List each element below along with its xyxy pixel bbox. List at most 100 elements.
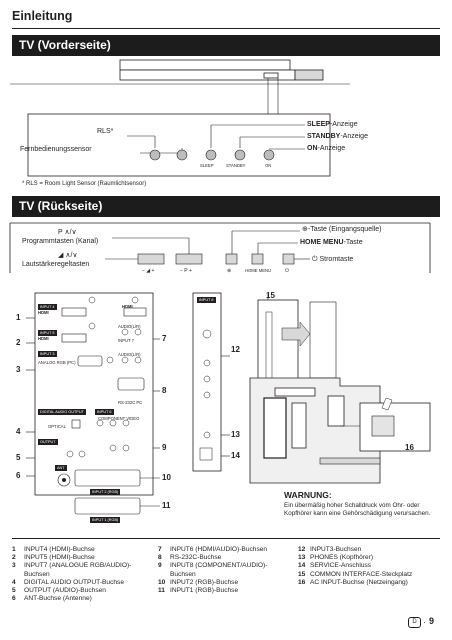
led-standby-label: STANDBY [226, 163, 246, 168]
input-key-label: ⊕-Taste (Eingangsquelle) [302, 226, 382, 233]
on-indicator-label: ON-Anzeige [307, 145, 346, 152]
input3-panel-label: INPUT 3 [38, 351, 57, 357]
legend-item-text: OUTPUT (AUDIO)-Buchsen [24, 587, 106, 595]
input7-panel-label: INPUT 7 [118, 338, 134, 343]
callout-6: 6 [16, 471, 21, 480]
analog-rgb-label: ANALOG RGB (PC) [38, 360, 76, 365]
callout-4: 4 [16, 427, 21, 436]
input1-rgb-label: INPUT 1 (RGB) [90, 517, 121, 523]
callout-13: 13 [231, 430, 240, 439]
legend-item-number: 2 [12, 554, 16, 562]
input8-panel-label: INPUT 8 [197, 297, 216, 303]
legend-item-text: INPUT3-Buchsen [310, 546, 362, 553]
legend-item-text: RS-232C-Buchse [170, 554, 222, 562]
section-title-front: TV (Vorderseite) [12, 35, 440, 56]
hdmi-4-label: HDMI [38, 310, 49, 315]
legend-item-number: 10 [158, 578, 166, 586]
strip-program-mark: − P + [180, 268, 192, 274]
callout-5: 5 [16, 453, 21, 462]
standby-indicator-label: STANDBY-Anzeige [307, 133, 368, 140]
warning-text: Ein übermäßig hoher Schalldruck vom Ohr-… [284, 502, 431, 518]
legend-item-text: INPUT7 (ANALOGUE RGB/AUDIO)-Buchsen [24, 562, 132, 578]
footer-separator: · [423, 618, 426, 627]
callout-11: 11 [162, 501, 171, 510]
hdmi-5-label: HDMI [38, 336, 49, 341]
legend-item-number: 15 [298, 570, 306, 578]
rs232c-label: RS-232C PC [118, 400, 143, 405]
legend-item-number: 16 [298, 578, 306, 586]
legend-item-text: DIGITAL AUDIO OUTPUT-Buchse [24, 578, 125, 586]
legend-item: 9 INPUT8 (COMPONENT/AUDIO)-Buchsen [158, 562, 293, 578]
legend-column-3: 12 INPUT3-Buchsen 13 PHONES (Kopfhörer) 14 SE… [298, 546, 443, 587]
sleep-indicator-label: SLEEP-Anzeige [307, 121, 358, 128]
section-title-rear: TV (Rückseite) [12, 196, 440, 217]
legend-item-number: 12 [298, 546, 306, 553]
strip-power-mark: ⏻ [285, 268, 289, 274]
callout-7: 7 [162, 334, 167, 343]
language-badge: D [408, 617, 421, 628]
legend-item-number: 14 [298, 562, 306, 570]
page-heading: Einleitung [12, 9, 73, 23]
legend-item-text: INPUT4 (HDMI)-Buchse [24, 546, 95, 553]
input6-panel-label: INPUT 6 [95, 409, 114, 415]
legend-item-number: 9 [158, 562, 162, 570]
led-sleep-label: SLEEP [200, 163, 214, 168]
heading-rule [12, 28, 440, 29]
strip-volume-mark: − ◢ + [142, 268, 155, 274]
power-icon: ⏻ [312, 256, 320, 263]
legend-rule [12, 538, 440, 539]
input4-panel-label: INPUT 4 [38, 304, 57, 310]
legend-item: 15 COMMON INTERFACE-Steckplatz [298, 571, 443, 579]
legend-item-text: INPUT5 (HDMI)-Buchse [24, 554, 95, 562]
legend-item-text: SERVICE-Anschluss [310, 562, 372, 570]
legend-item-number: 1 [12, 546, 16, 553]
legend-item: 13 PHONES (Kopfhörer) [298, 554, 443, 562]
volume-keys-label: Lautstärkeregeltasten [22, 261, 90, 268]
page-number: 9 [429, 616, 435, 626]
legend-item-number: 11 [158, 587, 165, 595]
rear-control-strip [9, 222, 431, 273]
legend-item-number: 7 [158, 546, 162, 553]
callout-14: 14 [231, 451, 240, 460]
legend-item: 14 SERVICE-Anschluss [298, 562, 443, 570]
legend-item-number: 13 [298, 554, 306, 562]
legend-item: 10 INPUT2 (RGB)-Buchse [158, 579, 293, 587]
legend-column-1: 1 INPUT4 (HDMI)-Buchse 2 INPUT5 (HDMI)-Buch… [12, 546, 150, 604]
legend-item: 11 INPUT1 (RGB)-Buchse [158, 587, 293, 595]
legend-item-text: INPUT8 (COMPONENT/AUDIO)-Buchsen [170, 562, 268, 578]
legend-item: 2 INPUT5 (HDMI)-Buchse [12, 554, 150, 562]
strip-input-mark: ⊕ [227, 268, 232, 274]
input-icon: ⊕ [302, 226, 308, 233]
digital-audio-output-label: DIGITAL AUDIO OUTPUT [38, 409, 86, 415]
program-keys-label: Programmtasten (Kanal) [22, 238, 99, 245]
input5-panel-label: INPUT 5 [38, 330, 57, 336]
legend-item: 1 INPUT4 (HDMI)-Buchse [12, 546, 150, 554]
power-key-label: ⏻ Stromtaste [312, 256, 354, 263]
home-menu-key-label: HOME MENU-Taste [300, 239, 363, 246]
legend-item-text: INPUT1 (RGB)-Buchse [170, 587, 239, 595]
legend-item-text: AC INPUT-Buchse (Netzeingang) [310, 578, 408, 586]
callout-1: 1 [16, 313, 21, 322]
ant-panel-label: ANT [55, 465, 67, 471]
legend-item-text: PHONES (Kopfhörer) [310, 554, 374, 562]
tv-front-illustration [10, 59, 350, 177]
callout-8: 8 [162, 386, 167, 395]
rear-panel-illustration [26, 292, 431, 515]
audio-lr-label-1: AUDIO(L/R) [118, 324, 141, 329]
input2-rgb-label: INPUT 2 (RGB) [90, 489, 121, 495]
volume-keys-symbol: ◢ ∧/∨ [58, 252, 78, 259]
callout-3: 3 [16, 365, 21, 374]
legend-item-text: COMMON INTERFACE-Steckplatz [310, 570, 413, 578]
rls-label: RLS* [97, 128, 114, 135]
component-video-label: COMPONENT VIDEO [98, 416, 140, 421]
legend-item-number: 8 [158, 554, 162, 562]
legend-item: 16 AC INPUT-Buchse (Netzeingang) [298, 579, 443, 587]
callout-15: 15 [266, 291, 275, 300]
legend-item-text: INPUT2 (RGB)-Buchse [170, 578, 239, 586]
